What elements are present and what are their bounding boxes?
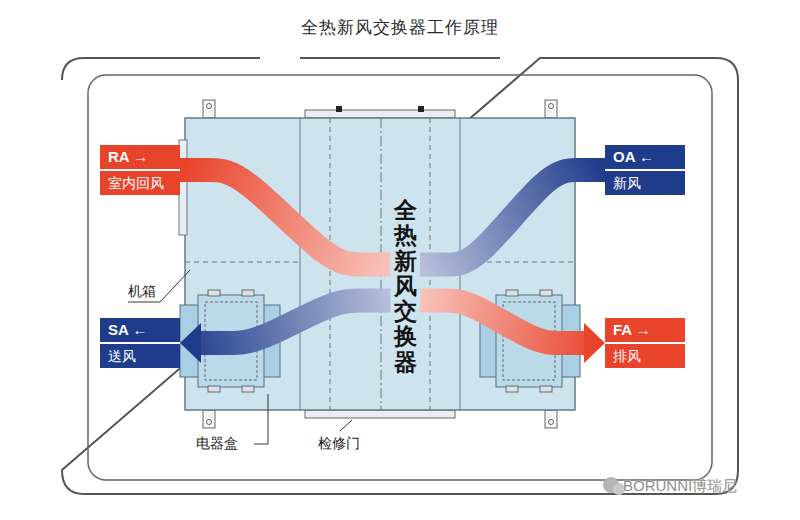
access-door-plate	[305, 110, 455, 118]
air-tag: OA ←新风	[605, 145, 685, 195]
box-heading: FA →	[605, 318, 685, 344]
airflow-arrow	[420, 301, 606, 363]
fastener	[336, 106, 342, 112]
watermark-icon	[603, 477, 625, 495]
box-text: 新风	[605, 171, 685, 195]
diagram-title: 全热新风交换器工作原理	[0, 16, 800, 39]
airflow-band	[180, 170, 391, 265]
airflow-band	[420, 301, 586, 343]
outer-frame	[62, 58, 738, 494]
part-label: 检修门	[318, 435, 360, 453]
fastener	[418, 106, 424, 112]
airflow-arrow	[420, 170, 606, 265]
airflow-arrow	[180, 170, 391, 265]
airflow-band	[200, 301, 391, 343]
airflow-band	[420, 170, 606, 265]
box-text: 送风	[100, 344, 180, 368]
arrowhead	[584, 323, 605, 363]
box-text: 排风	[605, 344, 685, 368]
air-tag: SA ←送风	[100, 318, 180, 368]
airflow-arrow	[180, 301, 391, 363]
box-heading: 全热新风交换器	[394, 198, 417, 375]
part-label: 电器盒	[196, 435, 238, 453]
inner-frame	[88, 75, 712, 480]
air-tag: RA →室内回风	[100, 145, 180, 195]
box-text: 室内回风	[100, 171, 180, 195]
exchanger-core: 全热新风交换器	[391, 196, 420, 377]
box-heading: RA →	[100, 145, 180, 171]
part-label: 机箱	[128, 283, 156, 301]
air-tag: FA →排风	[605, 318, 685, 368]
box-heading: SA ←	[100, 318, 180, 344]
box-heading: OA ←	[605, 145, 685, 171]
arrowhead	[180, 323, 201, 363]
duct-flange	[179, 140, 187, 235]
watermark: BORUNNI博瑞尼	[623, 477, 737, 496]
access-door-plate	[305, 410, 455, 418]
